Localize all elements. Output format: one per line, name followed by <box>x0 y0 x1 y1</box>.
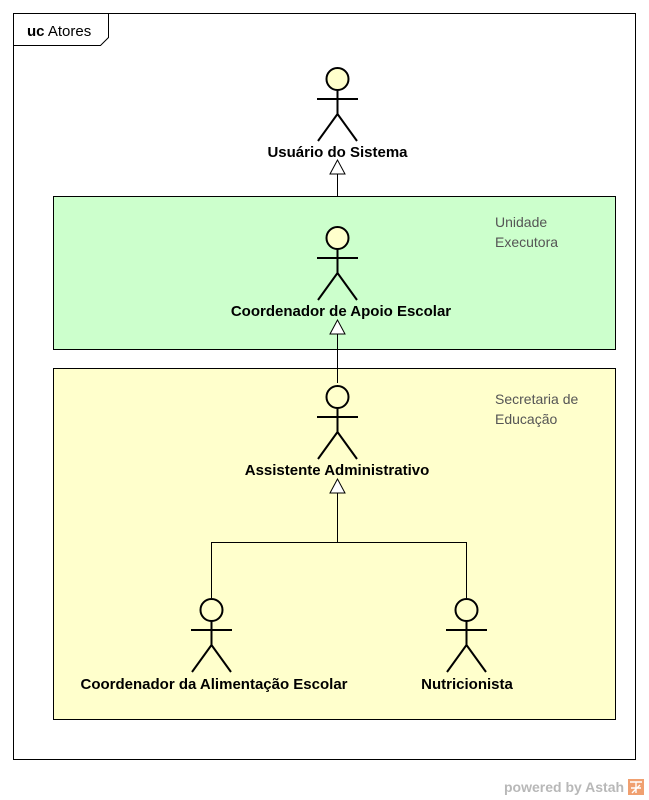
region-secretaria-educacao <box>53 368 616 720</box>
region-unidade-label-line1: Unidade <box>495 214 547 230</box>
frame-tab <box>13 13 109 46</box>
actor-label: Nutricionista <box>421 676 513 693</box>
actor-assistente-administrativo[interactable]: Assistente Administrativo <box>245 385 430 479</box>
region-secretaria-label-line1: Secretaria de <box>495 391 578 407</box>
powered-by-text: powered by Astah <box>504 779 624 795</box>
actor-nutricionista[interactable]: Nutricionista <box>421 598 513 693</box>
actor-usuario-do-sistema[interactable]: Usuário do Sistema <box>267 67 408 161</box>
actor-head-icon <box>325 226 350 250</box>
actor-coordenador-apoio-escolar[interactable]: Coordenador de Apoio Escolar <box>231 226 451 320</box>
frame-title: uc Atores <box>27 23 91 40</box>
arrowhead-to-coordenador-apoio <box>329 318 346 335</box>
arrowhead-to-assistente <box>329 477 346 494</box>
actor-body-icon <box>317 249 358 301</box>
generalization-arrowheads <box>329 158 346 494</box>
actor-head-icon <box>454 598 479 622</box>
gen-line-alimentacao-to-assistente <box>211 493 338 598</box>
actor-head-icon <box>325 67 350 91</box>
region-unidade-label-line2: Executora <box>495 234 558 250</box>
actor-head-icon <box>325 385 350 409</box>
arrowhead-to-usuario <box>329 158 346 175</box>
actor-head-icon <box>199 598 224 622</box>
generalization-lines <box>211 174 467 598</box>
astah-logo-icon <box>628 779 644 795</box>
actor-label: Coordenador de Apoio Escolar <box>231 303 451 320</box>
region-secretaria-label-line2: Educação <box>495 411 557 427</box>
region-unidade-executora <box>53 196 616 350</box>
actor-coordenador-alimentacao-escolar[interactable]: Coordenador da Alimentação Escolar <box>80 598 348 693</box>
actor-label: Coordenador da Alimentação Escolar <box>80 676 347 693</box>
gen-line-nutricionista-to-assistente <box>337 542 467 598</box>
actor-body-icon <box>191 621 232 673</box>
actor-label: Usuário do Sistema <box>267 144 408 161</box>
actor-body-icon <box>446 621 487 673</box>
actor-body-icon <box>317 408 358 460</box>
actor-label: Assistente Administrativo <box>245 462 430 479</box>
actor-body-icon <box>317 90 358 142</box>
